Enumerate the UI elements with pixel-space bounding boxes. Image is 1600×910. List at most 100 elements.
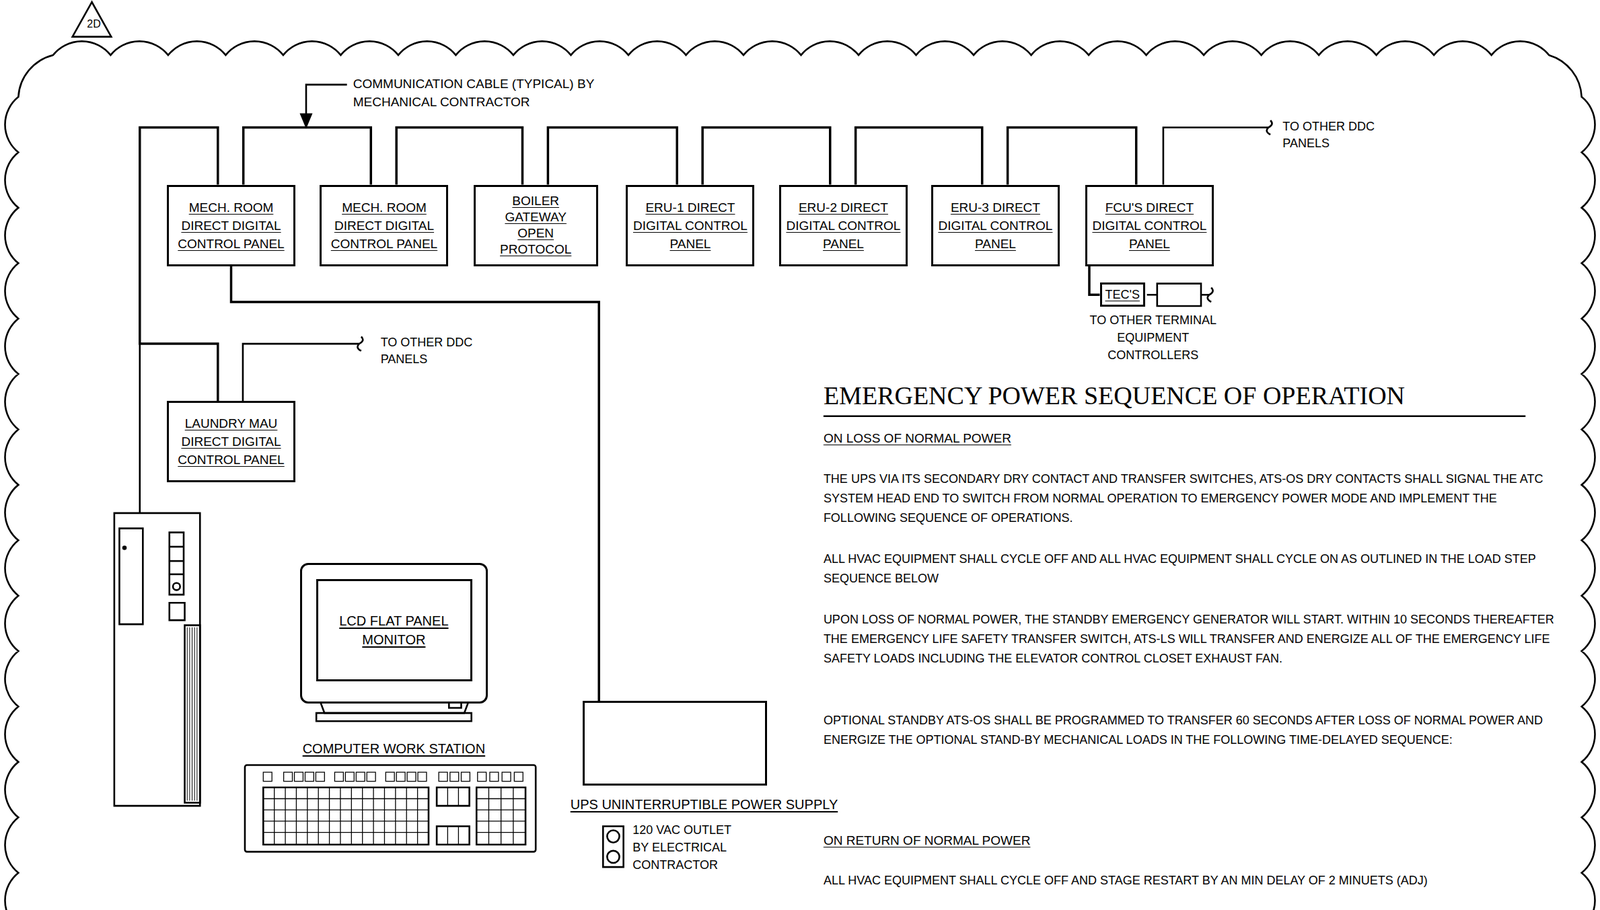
key-col [351, 787, 352, 846]
panel-label: LCD FLAT PANEL MONITOR [329, 611, 458, 650]
key [450, 772, 459, 782]
panel-label: BOILER GATEWAY OPEN PROTOCOL [495, 193, 576, 258]
key-col [394, 787, 396, 846]
key-col [361, 787, 363, 846]
key-col [329, 787, 330, 846]
panel-label: FCU'S DIRECT DIGITAL CONTROL PANEL [1090, 198, 1209, 253]
port-panel [169, 602, 186, 621]
key [514, 772, 523, 782]
key-col [458, 826, 459, 845]
key [501, 772, 511, 782]
key-col [384, 787, 385, 846]
key [477, 772, 487, 782]
control-panel: MECH. ROOM DIRECT DIGITAL CONTROL PANEL [166, 185, 296, 267]
communication-cable [1163, 127, 1269, 186]
leader-arrowhead [300, 114, 311, 127]
bay-divider [169, 573, 184, 576]
key-row [263, 798, 429, 800]
key [334, 772, 344, 782]
control-panel: LAUNDRY MAU DIRECT DIGITAL CONTROL PANEL [166, 401, 296, 483]
computer-tower [114, 513, 200, 807]
key-col [458, 787, 459, 807]
key [355, 772, 365, 782]
panel-label: ERU-1 DIRECT DIGITAL CONTROL PANEL [631, 198, 749, 253]
leader-line [306, 84, 348, 116]
revision-number: 2D [74, 17, 114, 31]
bay-divider [169, 560, 184, 563]
drive-led [123, 546, 126, 550]
key-row [263, 820, 429, 822]
ups-box: UPS UNINTERRUPTIBLE POWER SUPPLY [582, 701, 768, 786]
control-panel: FCU'S DIRECT DIGITAL CONTROL PANEL [1085, 185, 1214, 267]
key [460, 772, 470, 782]
key-row [263, 810, 429, 811]
communication-cable [138, 343, 141, 514]
key [438, 772, 448, 782]
key [304, 772, 314, 782]
break-symbol [1207, 287, 1214, 303]
communication-cable [855, 127, 983, 186]
continuation-note: TO OTHER TERMINAL EQUIPMENT CONTROLLERS [1073, 311, 1233, 365]
panel-label: TEC'S [1105, 287, 1140, 303]
gateway-box: BOILER GATEWAY OPEN PROTOCOL [473, 185, 599, 267]
communication-cable [243, 127, 372, 186]
control-panel: ERU-1 DIRECT DIGITAL CONTROL PANEL [625, 185, 755, 267]
control-panel: ERU-3 DIRECT DIGITAL CONTROL PANEL [931, 185, 1060, 267]
power-button [172, 583, 181, 591]
key [407, 772, 416, 782]
title-underline [823, 415, 1526, 418]
controller-box: TEC'S [1100, 282, 1146, 307]
panel-label: MECH. ROOM DIRECT DIGITAL CONTROL PANEL [172, 198, 290, 253]
vent-slot [194, 627, 196, 802]
key-col [372, 787, 374, 846]
key [417, 772, 427, 782]
key [315, 772, 325, 782]
vent-slot [191, 627, 193, 802]
key [385, 772, 395, 782]
key [366, 772, 376, 782]
vent-panel [185, 625, 201, 804]
key [283, 772, 293, 782]
key-block [436, 826, 470, 845]
key [396, 772, 406, 782]
vent-slot [187, 627, 188, 802]
bay-divider [169, 546, 184, 549]
section-heading: ON LOSS OF NORMAL POWER [823, 429, 1564, 449]
panel-label: ERU-2 DIRECT DIGITAL CONTROL PANEL [784, 198, 903, 253]
key-col [500, 787, 502, 846]
outlet-note: 120 VAC OUTLET BY ELECTRICAL CONTRACTOR [632, 821, 744, 875]
communication-cable [231, 266, 600, 702]
key-col [306, 787, 308, 846]
break-symbol [1266, 120, 1273, 135]
communication-cable [396, 127, 523, 186]
revision-cloud [4, 41, 1595, 910]
key-col [406, 787, 408, 846]
key-col [447, 787, 449, 807]
callout-note: COMMUNICATION CABLE (TYPICAL) BY MECHANI… [353, 74, 596, 112]
continuation-note: TO OTHER DDC PANELS [1282, 118, 1377, 153]
keyboard [244, 765, 536, 852]
outlet-receptacle [606, 830, 620, 843]
control-panel: MECH. ROOM DIRECT DIGITAL CONTROL PANEL [319, 185, 449, 267]
workstation-label: COMPUTER WORK STATION [302, 740, 486, 757]
sequence-paragraph: OPTIONAL STANDBY ATS-OS SHALL BE PROGRAM… [823, 711, 1564, 751]
drive-bay [119, 528, 143, 626]
panel-label: LAUNDRY MAU DIRECT DIGITAL CONTROL PANEL [172, 414, 290, 469]
vent-slot [199, 627, 200, 802]
ups-label: UPS UNINTERRUPTIBLE POWER SUPPLY [570, 796, 838, 813]
key [489, 772, 499, 782]
communication-cable [1147, 294, 1158, 297]
outlet-symbol [602, 826, 624, 868]
communication-cable [547, 127, 677, 186]
key-col [273, 787, 275, 846]
key [263, 772, 272, 782]
communication-cable [242, 343, 360, 402]
key-col [284, 787, 286, 846]
controller-box [1157, 283, 1202, 307]
key [345, 772, 354, 782]
vent-slot [196, 627, 198, 802]
break-symbol [357, 336, 363, 351]
monitor-base [316, 713, 472, 722]
